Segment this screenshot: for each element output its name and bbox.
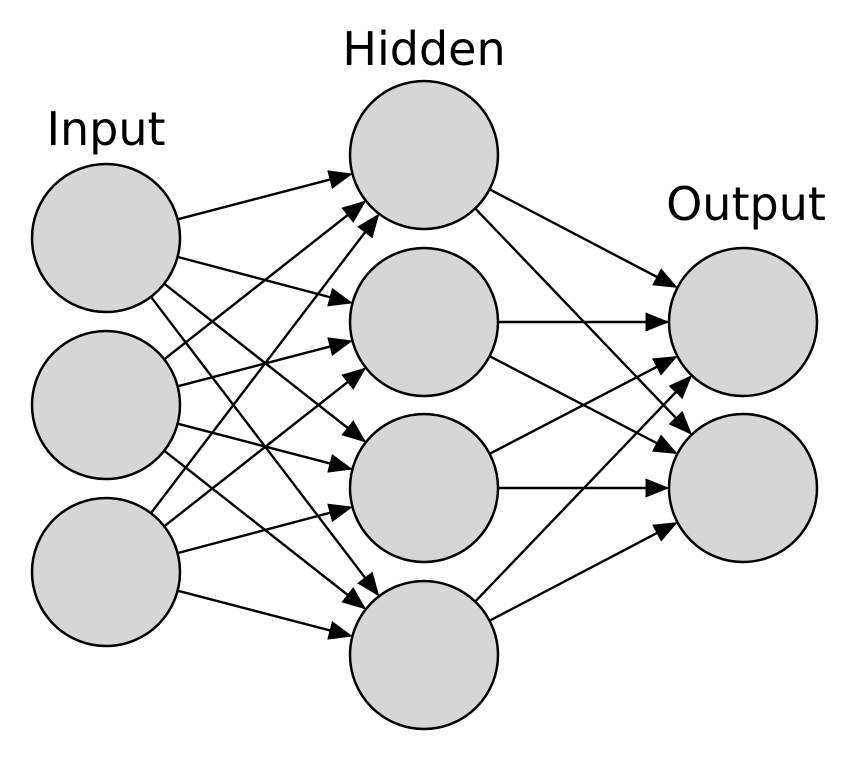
input-node-3 (30, 496, 182, 648)
connection-input-1-to-hidden-3 (163, 282, 367, 443)
connection-hidden-1-to-output-2 (474, 207, 693, 435)
hidden-node-1 (348, 79, 500, 231)
connection-input-3-to-hidden-4 (177, 589, 353, 640)
connection-hidden-3-to-output-1 (489, 355, 678, 455)
connections (149, 170, 693, 640)
connection-hidden-1-to-output-1 (489, 188, 678, 288)
connection-input-3-to-hidden-2 (163, 367, 367, 528)
input-layer-label: Input (46, 102, 165, 156)
hidden-node-3 (348, 412, 500, 564)
hidden-layer-label: Hidden (342, 22, 505, 76)
connection-input-1-to-hidden-1 (177, 170, 353, 221)
output-node-2 (667, 412, 819, 564)
connection-input-2-to-hidden-3 (177, 422, 353, 473)
hidden-node-4 (348, 579, 500, 731)
neurons (30, 79, 819, 731)
output-layer-label: Output (666, 177, 826, 231)
connection-hidden-4-to-output-1 (474, 375, 693, 603)
hidden-node-2 (348, 246, 500, 398)
output-node-1 (667, 246, 819, 398)
connection-input-2-to-hidden-1 (163, 200, 367, 361)
input-node-1 (30, 162, 182, 314)
connection-input-3-to-hidden-3 (177, 503, 353, 555)
connection-hidden-4-to-output-2 (489, 522, 678, 622)
input-node-2 (30, 329, 182, 481)
connection-input-3-to-hidden-1 (149, 213, 380, 514)
